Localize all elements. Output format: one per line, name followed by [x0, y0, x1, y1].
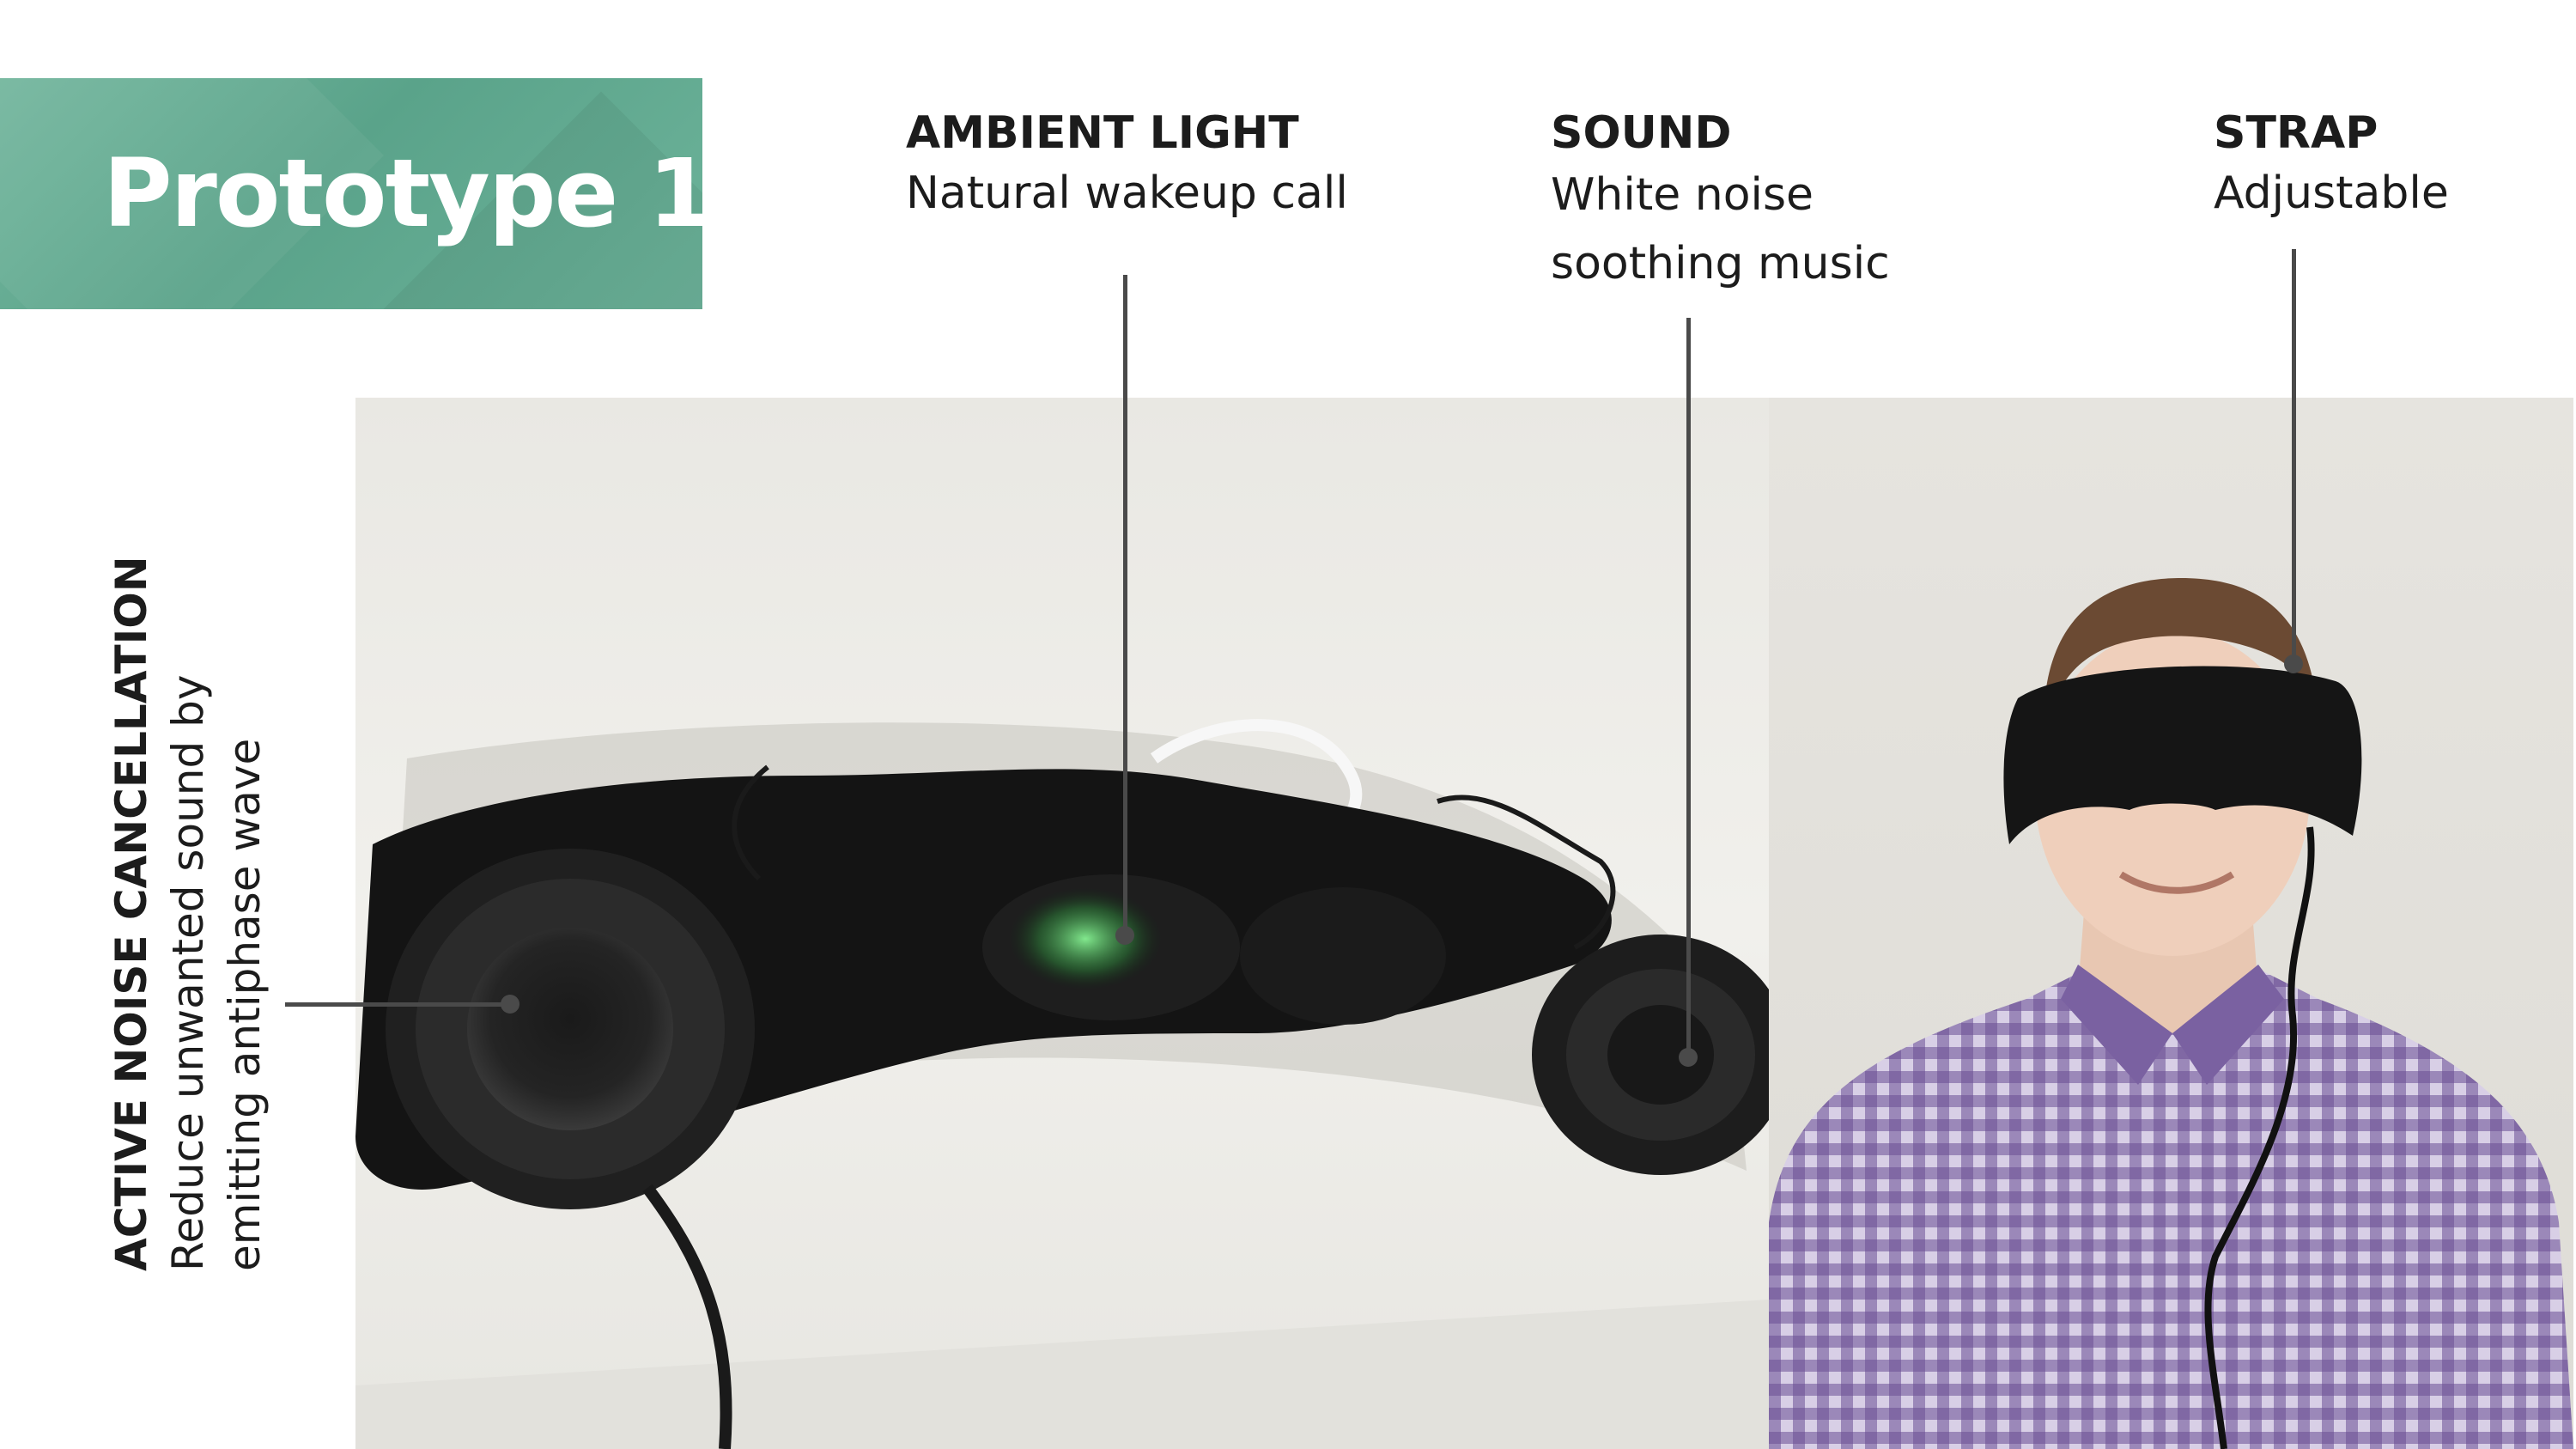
sound-description-line2: soothing music: [1551, 238, 1890, 289]
ambient-light-label: AMBIENT LIGHT Natural wakeup call: [906, 107, 1348, 228]
device-photo: [355, 398, 1769, 1449]
ambient-light-heading: AMBIENT LIGHT: [906, 107, 1299, 159]
strap-label: STRAP Adjustable: [2214, 107, 2449, 228]
person-photo: [1769, 398, 2573, 1449]
sound-leader-dot: [1679, 1048, 1698, 1067]
ambient-light-description: Natural wakeup call: [906, 167, 1348, 219]
sound-heading: SOUND: [1551, 107, 1732, 159]
sound-description-line1: White noise: [1551, 169, 1814, 221]
noise-cancellation-description-line2: emitting antiphase wave: [220, 738, 270, 1271]
strap-heading: STRAP: [2214, 107, 2379, 159]
noise-cancellation-leader-line: [285, 1002, 513, 1007]
ambient-light-leader-line: [1123, 275, 1127, 941]
noise-cancellation-leader-dot: [501, 995, 519, 1014]
ambient-light-leader-dot: [1115, 926, 1134, 945]
sound-label: SOUND White noise soothing music: [1551, 107, 1890, 296]
device-illustration: [355, 719, 1769, 1449]
strap-description: Adjustable: [2214, 167, 2449, 219]
sound-leader-line: [1686, 318, 1691, 1058]
strap-leader-line: [2292, 249, 2296, 665]
title-banner: Prototype 1: [0, 78, 702, 309]
strap-leader-dot: [2284, 654, 2303, 673]
noise-cancellation-heading: ACTIVE NOISE CANCELLATION: [106, 556, 156, 1271]
person-illustration: [1769, 578, 2573, 1449]
noise-cancellation-description-line1: Reduce unwanted sound by: [163, 674, 213, 1271]
noise-cancellation-label: ACTIVE NOISE CANCELLATION Reduce unwante…: [103, 556, 273, 1271]
page-title: Prototype 1: [103, 138, 702, 248]
